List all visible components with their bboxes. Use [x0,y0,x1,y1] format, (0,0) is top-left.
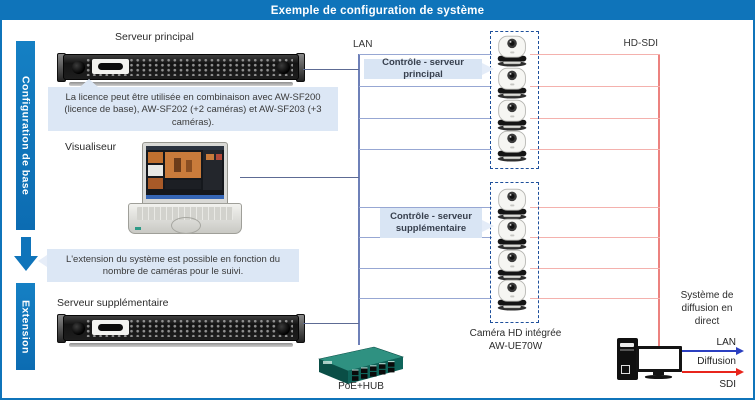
down-arrow-icon [21,237,31,256]
page-title: Exemple de configuration de système [270,5,485,17]
config-base-rail: Configuration de base [16,41,35,230]
sdi-branch-line [530,54,660,56]
hub-label: PoE+HUB [338,381,384,392]
camera-name: Caméra HD intégrée [469,328,562,339]
lan-branch-line [359,207,492,209]
sdi-branch-line [530,268,660,270]
camera-group-2-box [490,182,539,323]
sdi-branch-line [530,86,660,88]
callout-tail [482,63,494,75]
ptz-camera-icon [492,187,534,220]
output-sdi-label: SDI [719,379,736,390]
sdi-branch-line [530,149,660,151]
camera-model: AW-UE70W [488,340,543,352]
config-base-label: Configuration de base [19,75,32,196]
laptop-icon [128,142,242,238]
sdi-arrow-icon [736,367,744,376]
lan-branch-line [359,298,492,300]
license-note: La licence peut être utilisée en combina… [48,79,338,131]
lan-branch-line [359,118,492,120]
lan-branch-line [359,54,492,56]
viewer-link-line [240,177,359,179]
extension-rail: Extension [16,283,35,370]
ptz-camera-icon [492,278,534,311]
lan-branch-line [359,86,492,88]
live-system-label: Système de diffusion en direct [680,290,734,327]
note-tail [38,255,47,267]
ptz-camera-icon [492,98,534,131]
ptz-camera-icon [492,129,534,162]
additional-server-label: Serveur supplémentaire [57,297,169,309]
sdi-branch-line [530,207,660,209]
lan-branch-line [359,268,492,270]
main-control-callout: Contrôle - serveur principal [364,57,494,80]
sdi-arrow-line [682,371,736,373]
output-lan-label: LAN [716,337,736,348]
lan-bus-label: LAN [353,39,373,50]
monitor-base [645,375,672,379]
viewer-label: Visualiseur [65,141,117,153]
camera-group-1-box [490,31,539,169]
ptz-camera-icon [492,217,534,250]
hd-sdi-bus-line [658,54,660,346]
sdi-branch-line [530,237,660,239]
monitor-icon [636,346,682,372]
additional-server-icon [57,313,305,347]
lan-arrow-line [682,350,736,352]
main-server-label: Serveur principal [115,31,194,43]
lan-branch-line [359,149,492,151]
lan-arrow-icon [736,346,744,355]
extension-note: L'extension du système est possible en f… [38,249,299,282]
hd-sdi-bus-label: HD-SDI [623,38,658,49]
camera-label: Caméra HD intégrée AW-UE70W [443,328,588,353]
main-server-link-line [303,69,359,71]
additional-control-callout: Contrôle - serveur supplémentaire [380,208,494,238]
ptz-camera-icon [492,248,534,281]
ptz-camera-icon [492,66,534,99]
network-switch-icon [318,346,405,384]
sdi-branch-line [530,298,660,300]
lan-bus-line [358,54,360,345]
callout-tail [482,220,494,232]
note-tail [80,79,98,87]
pc-tower-icon [617,338,638,380]
additional-server-link-line [303,323,359,325]
main-server-icon [57,52,305,86]
extension-label: Extension [19,299,32,354]
sdi-branch-line [530,118,660,120]
output-diffusion-label: Diffusion [697,356,736,367]
header-bar: Exemple de configuration de système [2,2,753,20]
ptz-camera-icon [492,34,534,67]
monitor-stand [653,371,664,375]
down-arrow-head-icon [14,256,38,271]
